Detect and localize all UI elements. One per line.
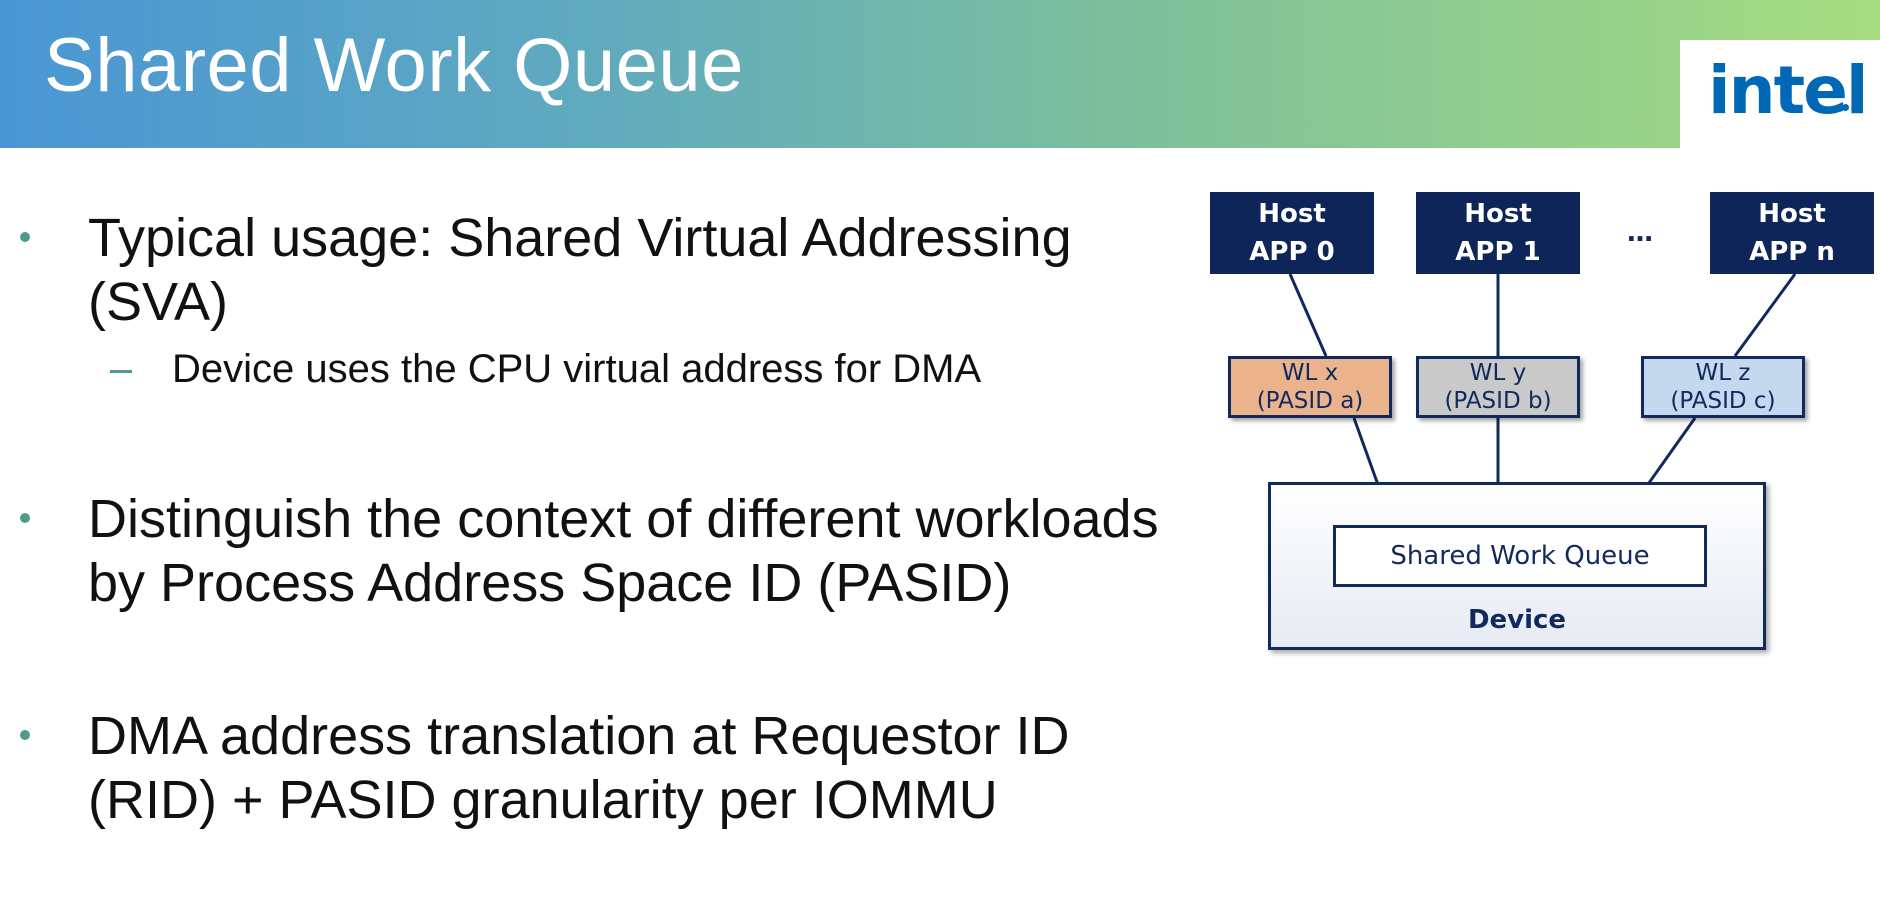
bullet-icon <box>20 513 30 523</box>
bullet-line: by Process Address Space ID (PASID) <box>88 553 1012 613</box>
bullet-item: Typical usage: Shared Virtual Addressing… <box>88 206 1072 334</box>
host-app-0: Host APP 0 <box>1210 192 1374 274</box>
bullet-line: (SVA) <box>88 272 229 332</box>
slide-header <box>0 0 1880 148</box>
bullet-line: DMA address translation at Requestor ID <box>88 706 1070 766</box>
host-to-wl-line <box>1288 273 1328 357</box>
device-box: Shared Work Queue Device <box>1268 482 1766 650</box>
bullet-line: Typical usage: Shared Virtual Addressing <box>88 208 1072 268</box>
intel-logo: intel <box>1680 40 1880 148</box>
workload-x: WL x (PASID a) <box>1228 356 1392 418</box>
device-label: Device <box>1467 605 1567 635</box>
shared-work-queue-box: Shared Work Queue <box>1333 525 1707 587</box>
bullet-item: Distinguish the context of different wor… <box>88 487 1159 615</box>
sub-bullet-item: Device uses the CPU virtual address for … <box>172 347 982 391</box>
workload-z: WL z (PASID c) <box>1641 356 1805 418</box>
bullet-icon <box>20 232 30 242</box>
bullet-line: Distinguish the context of different wor… <box>88 489 1159 549</box>
bullet-icon <box>20 730 30 740</box>
host-app-1: Host APP 1 <box>1416 192 1580 274</box>
shared-work-queue-diagram: Host APP 0 Host APP 1 … Host APP n WL x … <box>1190 180 1880 680</box>
dash-icon <box>110 370 132 373</box>
intel-logo-text: intel <box>1708 52 1869 129</box>
host-app-n: Host APP n <box>1710 192 1874 274</box>
workload-y: WL y (PASID b) <box>1416 356 1580 418</box>
slide-title: Shared Work Queue <box>44 23 744 108</box>
bullet-line: (RID) + PASID granularity per IOMMU <box>88 770 998 830</box>
bullet-item: DMA address translation at Requestor ID … <box>88 704 1069 832</box>
host-to-wl-line <box>1733 273 1797 357</box>
logo-dot-icon <box>1842 104 1849 111</box>
ellipsis: … <box>1627 218 1653 248</box>
